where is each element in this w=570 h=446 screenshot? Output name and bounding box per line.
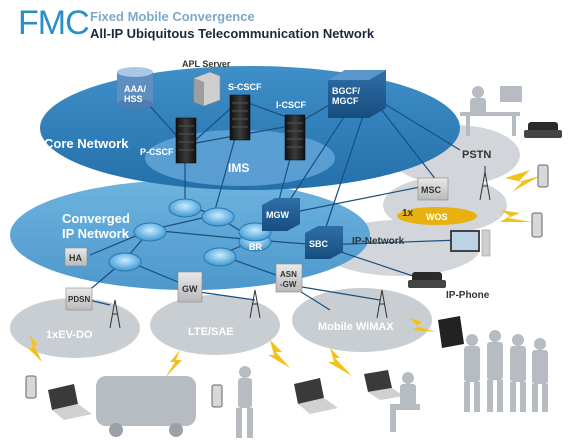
hss-label: HSS bbox=[124, 94, 143, 104]
msc-box-icon bbox=[417, 177, 449, 201]
ip-phone-icon bbox=[408, 272, 446, 288]
apl-server-icon bbox=[193, 71, 221, 107]
gw-suffix-label: -GW bbox=[280, 280, 297, 289]
ha-box-icon bbox=[64, 247, 88, 267]
s-cscf-label: S-CSCF bbox=[228, 82, 262, 92]
tablet-icon bbox=[438, 316, 464, 348]
br-label: BR bbox=[249, 242, 262, 252]
evdo-cloud bbox=[10, 298, 140, 358]
asn-gw-box-icon bbox=[275, 263, 303, 293]
mobile-phone-icons bbox=[25, 164, 549, 408]
lte-label: LTE/SAE bbox=[188, 326, 234, 338]
people-silhouettes bbox=[96, 86, 548, 438]
i-cscf-rack-icon bbox=[284, 114, 306, 161]
tower-icons bbox=[109, 166, 491, 329]
msc-label: MSC bbox=[421, 185, 442, 195]
wos-label: WOS bbox=[426, 212, 448, 222]
gw-label: GW bbox=[182, 284, 198, 294]
s-cscf-rack-icon bbox=[229, 94, 251, 141]
wos-ellipse bbox=[397, 207, 477, 225]
mgw-box-icon bbox=[262, 198, 300, 231]
pstn-telephone-icon bbox=[524, 122, 562, 138]
logo-fmc: FMC bbox=[18, 4, 90, 42]
aaa-hss-database-icon bbox=[117, 67, 153, 109]
mgcf-label: MGCF bbox=[332, 96, 359, 106]
wimax-label: Mobile WiMAX bbox=[318, 321, 394, 333]
core-network-label: Core Network bbox=[44, 136, 129, 151]
ims-label: IMS bbox=[228, 161, 249, 175]
bgcf-mgcf-box-icon bbox=[328, 70, 386, 118]
apl-server-label: APL Server bbox=[182, 59, 231, 69]
ip-network-cloud-label: IP-Network bbox=[352, 236, 405, 247]
p-cscf-label: P-CSCF bbox=[140, 147, 174, 157]
lightning-icons bbox=[28, 170, 540, 378]
sbc-label: SBC bbox=[309, 239, 329, 249]
converged-label: Converged bbox=[62, 211, 130, 226]
p-cscf-rack-icon bbox=[175, 117, 197, 164]
pc-monitor-icon bbox=[450, 229, 491, 257]
bgcf-label: BGCF/ bbox=[332, 86, 360, 96]
asn-label: ASN bbox=[280, 270, 297, 279]
pdsn-box-icon bbox=[65, 287, 93, 311]
one-x-label: 1x bbox=[402, 208, 414, 219]
ip-phone-label: IP-Phone bbox=[446, 290, 490, 301]
header-subtitle: Fixed Mobile Convergence bbox=[90, 9, 255, 24]
header-title: All-IP Ubiquitous Telecommunication Netw… bbox=[90, 26, 375, 41]
sbc-box-icon bbox=[305, 226, 343, 259]
pdsn-label: PDSN bbox=[68, 295, 90, 304]
i-cscf-label: I-CSCF bbox=[276, 100, 306, 110]
evdo-label: 1xEV-DO bbox=[46, 329, 93, 341]
mgw-label: MGW bbox=[266, 210, 289, 220]
laptop-icons bbox=[48, 370, 404, 420]
wimax-cloud bbox=[292, 288, 432, 352]
lte-cloud bbox=[150, 295, 280, 355]
router-icons bbox=[108, 198, 272, 272]
ha-label: HA bbox=[69, 253, 82, 263]
aaa-label: AAA/ bbox=[124, 84, 146, 94]
gw-box-icon bbox=[177, 271, 203, 303]
pstn-label: PSTN bbox=[462, 149, 491, 161]
ip-network-label: IP Network bbox=[62, 226, 130, 241]
